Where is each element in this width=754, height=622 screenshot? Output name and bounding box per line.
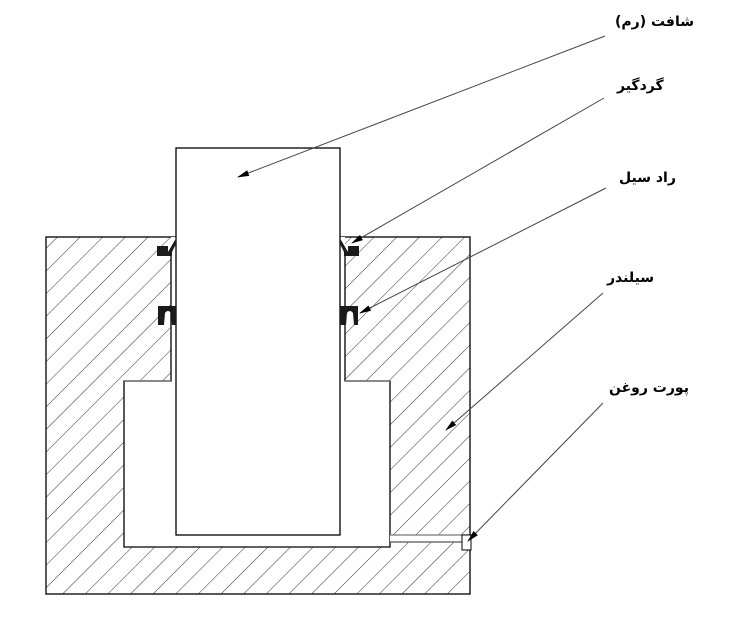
- label-wiper-seal: گردگیر: [617, 78, 664, 94]
- leader-wiper: [351, 97, 605, 244]
- shaft-ram: [175, 147, 341, 536]
- leader-cylinder: [445, 292, 604, 431]
- leader-shaft: [237, 35, 606, 178]
- oil-port: [390, 534, 472, 551]
- wiper-seal-left: [157, 240, 177, 256]
- label-rod-seal: راد سیل: [619, 170, 676, 186]
- label-oil-port: پورت روغن: [609, 380, 689, 396]
- cylinder-body: [46, 237, 470, 594]
- leader-oil-port: [467, 402, 604, 542]
- leader-rod-seal: [359, 187, 607, 314]
- rod-seal-right: [340, 306, 358, 325]
- label-cylinder: سیلندر: [607, 270, 655, 286]
- wiper-seal-right: [339, 240, 359, 256]
- label-shaft-ram: شافت (رم): [615, 14, 695, 30]
- rod-seal-left: [158, 306, 176, 325]
